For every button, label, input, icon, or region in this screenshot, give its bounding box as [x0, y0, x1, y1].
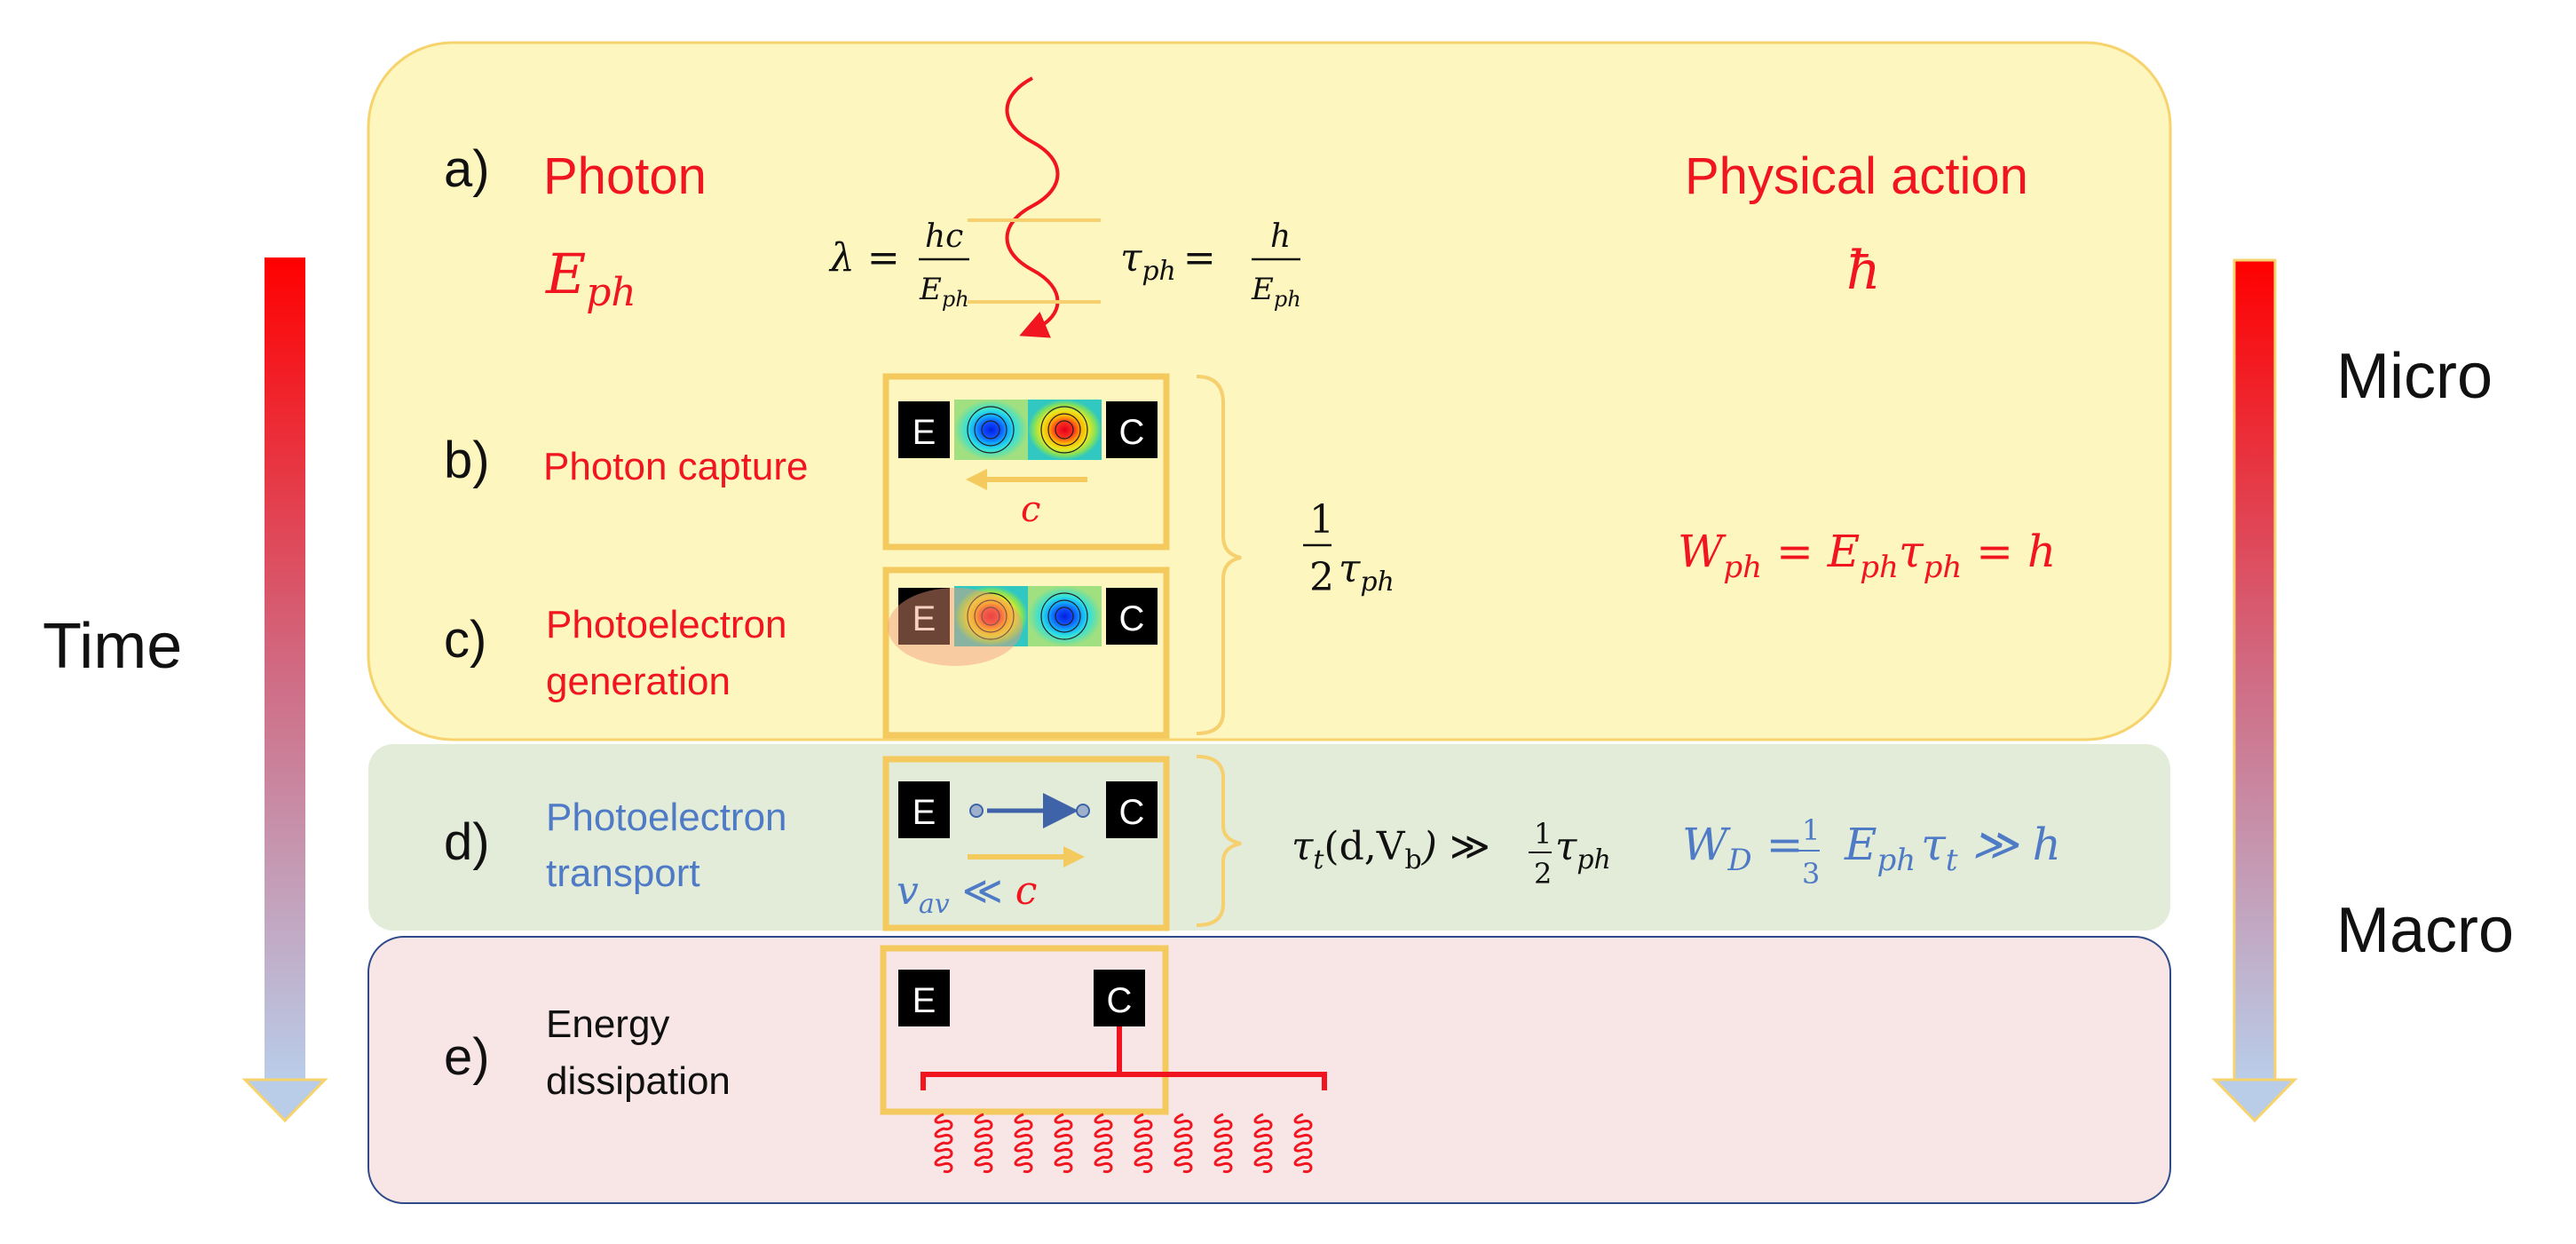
photon-action-equation: Wph = Ephτph = h — [1678, 526, 2056, 585]
time-label: Time — [43, 611, 182, 682]
heat-wave-icon — [1213, 1113, 1233, 1174]
transit-time-formula: τt(d,Vb) ≫ 1 2 τph — [1292, 817, 1611, 891]
half-period-formula: 1 2 τph — [1303, 497, 1395, 600]
svg-text:E: E — [913, 413, 936, 452]
heat-wave-icon — [974, 1113, 993, 1174]
svg-text:λ =: λ = — [828, 235, 900, 281]
device-d: E C vav ≪ c — [897, 781, 1158, 920]
photon-energy-symbol: Eph — [545, 242, 636, 315]
panel-transport-green — [368, 744, 2170, 931]
electron-start — [969, 804, 984, 818]
micro-label: Micro — [2336, 341, 2493, 412]
device-box-d — [882, 756, 1170, 931]
device-box-b — [882, 373, 1170, 551]
generation-highlight — [888, 588, 1023, 666]
time-arrow — [241, 258, 328, 1123]
drift-velocity-label: vav ≪ c — [897, 868, 1037, 920]
bracket-bc — [1196, 375, 1242, 735]
light-speed-label: c — [1021, 489, 1040, 530]
heat-wave-icon — [1253, 1113, 1273, 1174]
device-c: E C — [888, 586, 1158, 666]
svg-text:τph: τph — [1339, 546, 1395, 598]
heat-waves — [934, 1113, 1313, 1174]
field-mode-red — [1028, 400, 1102, 460]
svg-text:2: 2 — [1534, 857, 1552, 891]
period-formula: τph= h Eph — [1120, 218, 1301, 312]
svg-text:E: E — [913, 981, 936, 1020]
svg-text:τph: τph — [1555, 824, 1611, 876]
svg-text:h: h — [1270, 218, 1291, 255]
electron-end — [1076, 804, 1090, 818]
svg-text:1: 1 — [1802, 813, 1820, 847]
heat-wave-icon — [1014, 1113, 1033, 1174]
row-b-letter: b) — [444, 432, 490, 489]
svg-text:WD =: WD = — [1682, 819, 1803, 878]
svg-text:C: C — [1119, 793, 1145, 832]
row-c-letter: c) — [444, 611, 486, 669]
panel-micro-yellow — [367, 41, 2172, 741]
dissipation-bracket — [921, 1026, 1327, 1090]
row-e-title-line2: dissipation — [546, 1059, 731, 1103]
heat-wave-icon — [1134, 1113, 1153, 1174]
svg-text:2: 2 — [1309, 555, 1334, 600]
device-box-e — [880, 945, 1169, 1115]
macro-label: Macro — [2336, 895, 2514, 966]
heat-wave-icon — [1173, 1113, 1193, 1174]
svg-text:3: 3 — [1802, 857, 1820, 891]
svg-text:Eph: Eph — [1251, 272, 1301, 312]
svg-text:τph=: τph= — [1120, 235, 1216, 287]
device-b: E C c — [898, 400, 1158, 530]
heat-wave-icon — [934, 1113, 953, 1174]
micro-macro-arrow — [2211, 258, 2298, 1123]
svg-text:τt(d,Vb) ≫: τt(d,Vb) ≫ — [1292, 824, 1490, 876]
heat-wave-icon — [1094, 1113, 1113, 1174]
photon-wave-icon — [1005, 76, 1060, 338]
svg-text:Eph: Eph — [919, 272, 969, 312]
row-b-title: Photon capture — [543, 445, 808, 488]
row-e-letter: e) — [444, 1028, 490, 1086]
bracket-d — [1196, 755, 1242, 927]
svg-text:1: 1 — [1309, 497, 1334, 543]
row-e-title-line1: Energy — [546, 1002, 669, 1046]
heat-wave-icon — [1054, 1113, 1073, 1174]
field-mode-blue — [954, 400, 1028, 460]
svg-text:1: 1 — [1534, 817, 1552, 851]
physical-action-title: Physical action — [1685, 147, 2028, 205]
row-d-title-line2: transport — [546, 852, 700, 895]
svg-text:C: C — [1119, 413, 1145, 452]
svg-text:hc: hc — [925, 218, 963, 255]
svg-text:C: C — [1119, 599, 1145, 638]
device-box-c — [882, 567, 1170, 739]
row-d-title-line1: Photoelectron — [546, 796, 787, 839]
panel-dissipation-pink — [367, 936, 2171, 1204]
wavelength-formula: λ = hc Eph — [828, 218, 969, 312]
svg-text:C: C — [1107, 981, 1133, 1020]
heat-wave-icon — [1293, 1113, 1313, 1174]
row-c-title-line1: Photoelectron — [546, 603, 787, 646]
device-e: E C — [898, 970, 1327, 1090]
row-a-letter: a) — [444, 140, 490, 198]
svg-text:E: E — [913, 599, 936, 638]
row-c-title-line2: generation — [546, 660, 731, 703]
hbar-symbol: ħ — [1846, 240, 1881, 302]
svg-text:E: E — [913, 793, 936, 832]
row-a-title: Photon — [543, 147, 707, 205]
row-d-letter: d) — [444, 813, 490, 871]
